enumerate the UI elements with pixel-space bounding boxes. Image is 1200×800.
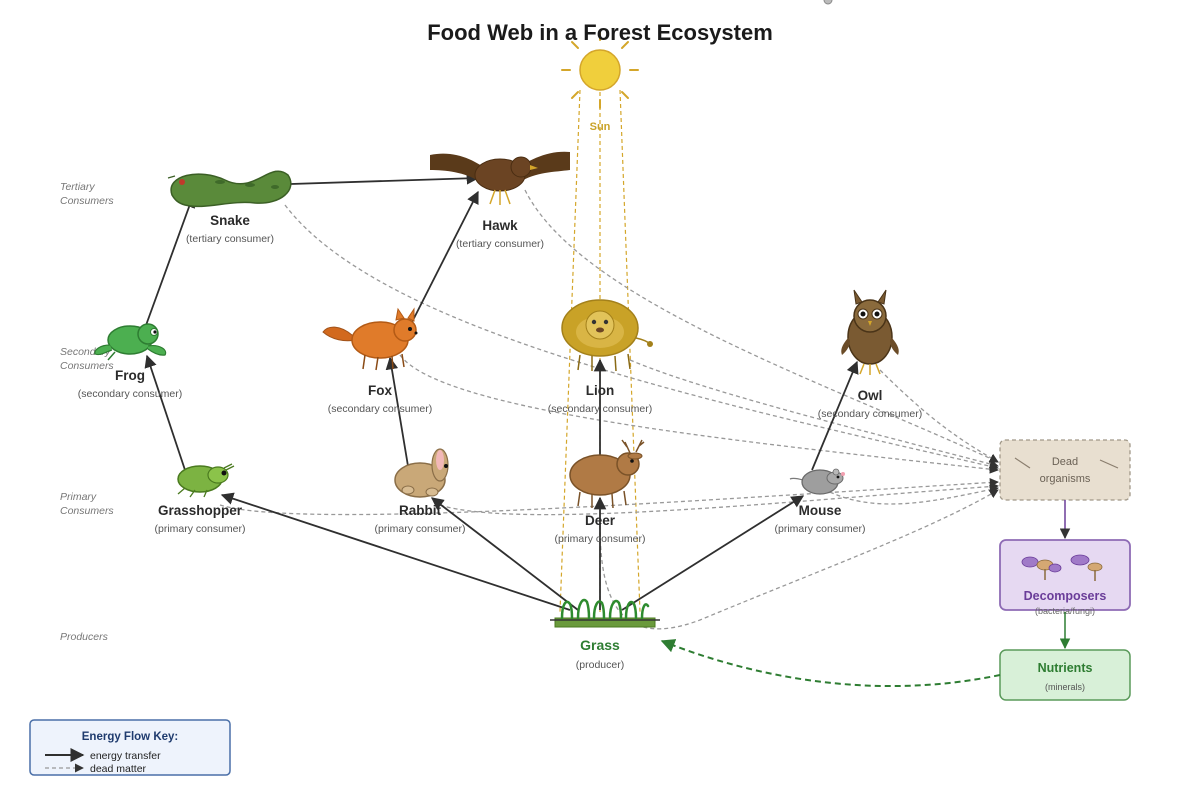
lion-role: (secondary consumer) <box>548 403 652 415</box>
top-dot <box>823 0 833 5</box>
grasshopper-role: (primary consumer) <box>154 523 245 535</box>
hawk-icon <box>430 151 570 205</box>
level-tertiary-2: Consumers <box>60 195 114 207</box>
grass-role: (producer) <box>576 659 624 671</box>
dead-label-1: Dead <box>1052 456 1078 468</box>
dead-label-2: organisms <box>1040 473 1091 485</box>
fox-name: Fox <box>368 383 392 398</box>
frog-role: (secondary consumer) <box>78 388 182 400</box>
energy-flow-key: Energy Flow Key: energy transfer dead ma… <box>29 719 231 776</box>
dead-organisms-box: Dead organisms <box>999 439 1131 501</box>
decomposers-sub: (bacteria/fungi) <box>1035 606 1095 616</box>
lion-icon <box>561 299 653 372</box>
snake-name: Snake <box>210 213 250 228</box>
hawk-name: Hawk <box>482 218 518 233</box>
nutrients-box: Nutrients (minerals) <box>999 649 1131 701</box>
frog-icon <box>94 323 167 361</box>
rabbit-icon <box>394 448 449 498</box>
rabbit-name: Rabbit <box>399 503 442 518</box>
snake-icon <box>167 170 292 208</box>
owl-icon <box>841 289 899 375</box>
mushroom-icon <box>1021 554 1103 581</box>
mouse-icon <box>789 468 845 495</box>
frog-name: Frog <box>115 368 145 383</box>
decomposers-name: Decomposers <box>1024 589 1107 603</box>
deer-role: (primary consumer) <box>554 533 645 545</box>
decomposers-box: Decomposers (bacteria/fungi) <box>999 539 1131 616</box>
energy-arrows <box>144 172 859 611</box>
key-energy-label: energy transfer <box>90 750 161 762</box>
lion-name: Lion <box>586 383 615 398</box>
grasshopper-icon <box>177 463 235 498</box>
mouse-name: Mouse <box>799 503 842 518</box>
fox-icon <box>322 307 418 371</box>
dead-matter-arrows <box>219 189 999 630</box>
level-producers: Producers <box>60 631 109 643</box>
nutrients-sub: (minerals) <box>1045 682 1085 692</box>
key-title: Energy Flow Key: <box>82 731 179 743</box>
level-tertiary-1: Tertiary <box>60 181 95 193</box>
hawk-role: (tertiary consumer) <box>456 238 544 250</box>
nutrients-name: Nutrients <box>1038 661 1093 675</box>
deer-icon <box>569 439 645 509</box>
level-labels: Tertiary Consumers Secondary Consumers P… <box>60 181 114 643</box>
grasshopper-name: Grasshopper <box>158 503 243 518</box>
grass-name: Grass <box>580 637 620 653</box>
owl-name: Owl <box>858 388 883 403</box>
mouse-role: (primary consumer) <box>774 523 865 535</box>
snake-role: (tertiary consumer) <box>186 233 274 245</box>
level-primary-2: Consumers <box>60 505 114 517</box>
owl-role: (secondary consumer) <box>818 408 922 420</box>
level-primary-1: Primary <box>60 491 97 503</box>
nutrients-to-grass-arrow <box>660 639 1001 688</box>
fox-role: (secondary consumer) <box>328 403 432 415</box>
level-secondary-2: Consumers <box>60 360 114 372</box>
key-dead-label: dead matter <box>90 763 147 775</box>
deer-name: Deer <box>585 513 616 528</box>
rabbit-role: (primary consumer) <box>374 523 465 535</box>
grass-icon <box>550 598 660 628</box>
sun-icon <box>561 31 639 109</box>
diagram-title: Food Web in a Forest Ecosystem <box>427 20 773 45</box>
